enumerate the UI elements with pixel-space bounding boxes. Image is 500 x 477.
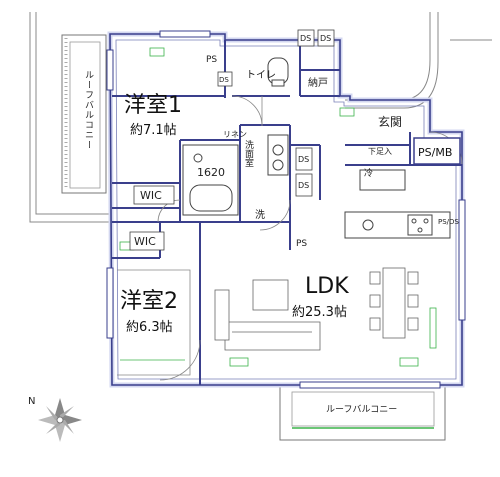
laundry-label: 洗 — [255, 209, 265, 221]
psmb-label: PS/MB — [418, 146, 452, 159]
interior-walls — [112, 40, 462, 385]
shoe-box-label: 下足入 — [368, 147, 392, 156]
bedroom2-size: 約6.3帖 — [126, 320, 173, 335]
left-roof-balcony-label: ルーフバルコニー — [83, 70, 94, 150]
bedroom1-name: 洋室1 — [124, 93, 182, 118]
compass-north-label: N — [28, 396, 35, 407]
psmb-box — [413, 137, 461, 165]
storage-label: 納戸 — [308, 76, 328, 89]
wic-label-1: WIC — [140, 189, 162, 202]
ds-label-1: DS — [300, 34, 311, 43]
neighbor-outline — [29, 12, 492, 223]
ds-boxes — [217, 29, 335, 197]
bedroom2-name: 洋室2 — [120, 289, 178, 314]
wic-boxes — [129, 185, 175, 251]
ldk-size: 約25.3帖 — [292, 305, 347, 320]
toilet-fixture — [267, 57, 289, 87]
ds-label-2: DS — [320, 34, 331, 43]
bottom-roof-balcony: ルーフバルコニー — [279, 384, 446, 441]
toilet-label: トイレ — [246, 70, 276, 81]
bathtub — [182, 144, 239, 216]
ds-label-5: DS — [298, 181, 309, 190]
ds-label-4: DS — [298, 155, 309, 164]
bedroom-furniture — [117, 47, 437, 376]
door-swings — [157, 95, 463, 381]
bath-size-label: 1620 — [197, 166, 225, 179]
ps-label-top: PS — [206, 55, 217, 65]
washbasin — [267, 134, 289, 176]
entrance-label: 玄関 — [378, 114, 402, 129]
sofa-set — [214, 279, 321, 351]
wic-label-2: WIC — [134, 235, 156, 248]
washroom-label: 洗面室 — [243, 139, 254, 167]
windows — [106, 30, 466, 389]
kitchen — [344, 169, 451, 239]
ldk-name: LDK — [305, 274, 349, 299]
left-roof-balcony: ルーフバルコニー — [61, 34, 107, 194]
bottom-roof-balcony-label: ルーフバルコニー — [326, 404, 397, 415]
ps-label-mid: PS — [296, 239, 307, 249]
dining-set — [369, 267, 419, 339]
ds-label-3: DS — [219, 76, 229, 84]
linen-label: リネン — [223, 130, 247, 139]
compass-icon — [38, 398, 82, 442]
fridge-label: 冷 — [364, 167, 373, 179]
ps-ds-label: PS/DS — [438, 218, 459, 226]
bedroom1-size: 約7.1帖 — [130, 123, 177, 138]
